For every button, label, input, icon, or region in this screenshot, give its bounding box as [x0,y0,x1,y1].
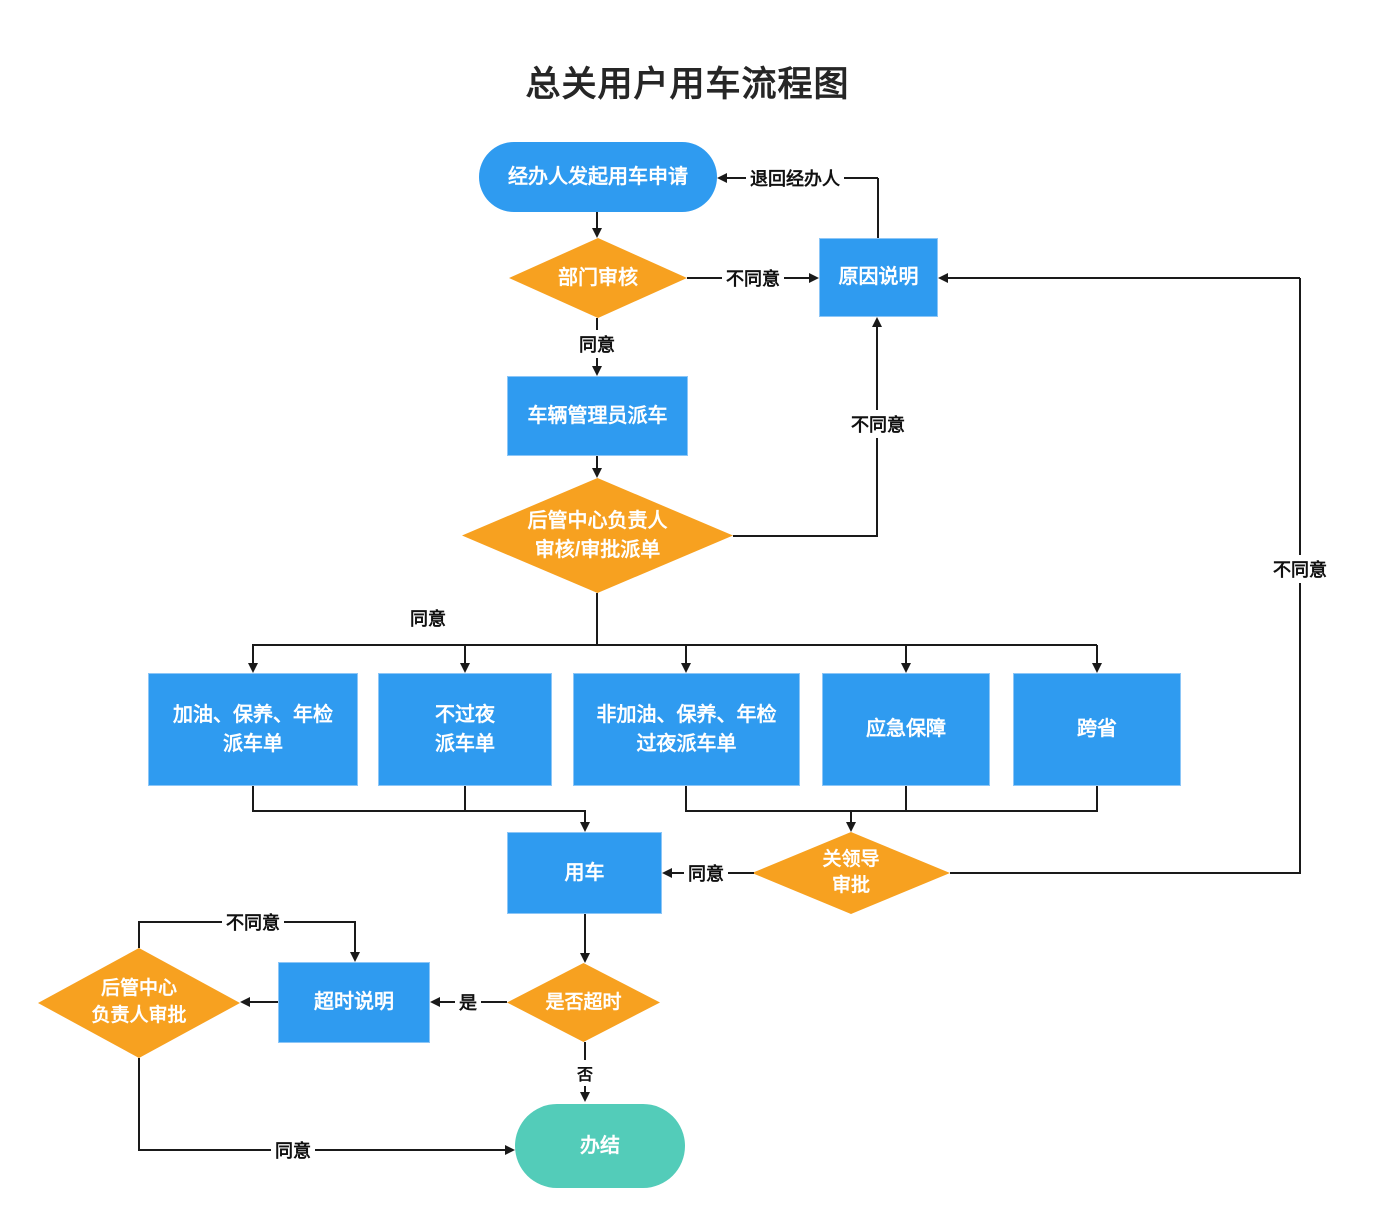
edge-line [252,786,254,811]
arrowhead-right [809,273,819,283]
edge-line [905,786,907,811]
arrowhead-left [717,173,727,183]
node-emergency-support: 应急保障 [822,673,990,786]
arrowhead-left [240,997,250,1007]
edge-label-yes: 是 [455,988,481,1016]
edge-line [733,535,878,537]
edge-label-return-to-agent: 退回经办人 [746,164,844,192]
edge-line [685,645,687,664]
edge-line [252,644,1097,646]
edge-line [596,593,598,646]
edge-line [596,212,598,229]
node-vehicle-dispatch: 车辆管理员派车 [507,376,688,456]
node-use-car: 用车 [507,832,662,914]
node-cross-province: 跨省 [1013,673,1181,786]
edge-line [947,277,1300,279]
arrowhead-down [592,366,602,376]
edge-line [252,645,254,664]
edge-label-disagree-center2: 不同意 [222,908,284,936]
arrowhead-down [1092,663,1102,673]
node-leader-approval: 关领导 审批 [752,832,950,914]
arrowhead-down [592,468,602,478]
edge-line [249,1001,278,1003]
arrowhead-down [460,663,470,673]
node-reason-note: 原因说明 [819,238,938,317]
edge-label-agree-center: 同意 [406,604,450,632]
arrowhead-up [872,317,882,327]
node-dept-review: 部门审核 [509,238,687,318]
edge-label-no: 否 [572,1060,598,1086]
node-order-non-fuel-overnight: 非加油、保养、年检 过夜派车单 [573,673,800,786]
page-title: 总关用户用车流程图 [525,65,850,104]
edge-line [905,645,907,664]
edge-line [138,1058,140,1151]
edge-line [1096,645,1098,664]
edge-label-disagree-dept: 不同意 [722,264,784,292]
arrowhead-down [580,953,590,963]
arrowhead-down [580,822,590,832]
edge-line [950,872,1301,874]
arrowhead-down [846,822,856,832]
arrowhead-down [580,1092,590,1102]
edge-line [1096,786,1098,811]
edge-line [138,922,140,948]
edge-line [252,810,586,812]
node-overtime-note: 超时说明 [278,962,430,1043]
node-order-no-overnight: 不过夜 派车单 [378,673,552,786]
arrowhead-down [681,663,691,673]
edge-line [464,786,466,811]
arrowhead-down [592,228,602,238]
edge-line [877,178,879,238]
arrowhead-left [430,997,440,1007]
node-center-review: 后管中心负责人 审核/审批派单 [462,478,733,593]
node-center-approval: 后管中心 负责人审批 [38,948,240,1058]
arrowhead-left [662,868,672,878]
edge-line [584,914,586,954]
node-done: 办结 [515,1104,685,1188]
node-overtime-check: 是否超时 [507,963,660,1042]
edge-line [584,810,586,823]
edge-line [850,810,852,823]
edge-label-disagree-leader: 不同意 [1269,555,1331,583]
edge-label-agree-leader: 同意 [684,859,728,887]
edge-line [685,786,687,811]
edge-line [354,921,356,953]
arrowhead-down [248,663,258,673]
edge-label-disagree-center: 不同意 [847,410,909,438]
node-start: 经办人发起用车申请 [479,142,717,212]
edge-label-agree-dept: 同意 [575,330,619,358]
edge-line [685,810,1098,812]
node-order-fuel-maintenance: 加油、保养、年检 派车单 [148,673,358,786]
arrowhead-left [938,273,948,283]
edge-line [464,645,466,664]
edge-line [138,1149,506,1151]
arrowhead-right [505,1145,515,1155]
edge-label-agree-center2: 同意 [271,1136,315,1164]
edge-line [596,456,598,469]
arrowhead-down [901,663,911,673]
arrowhead-down [350,952,360,962]
